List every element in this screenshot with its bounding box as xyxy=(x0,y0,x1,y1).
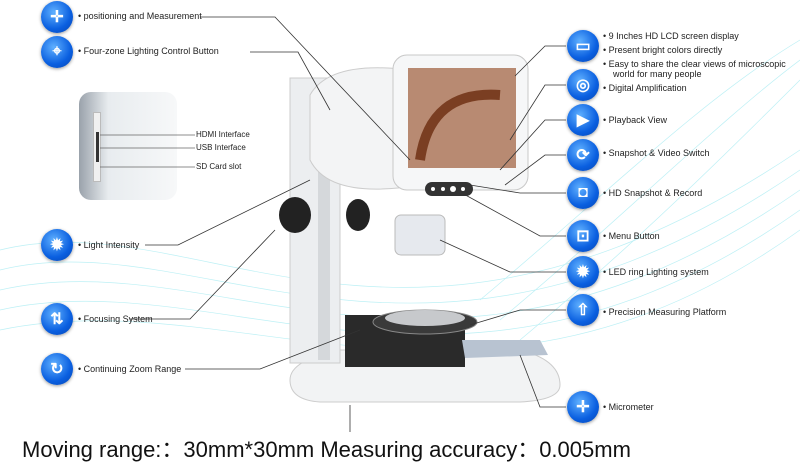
screen-icon: ▭ xyxy=(567,30,599,62)
feature-label: Focusing System xyxy=(78,314,153,324)
feature-label: Menu Button xyxy=(603,231,660,241)
feature-label: Continuing Zoom Range xyxy=(78,364,182,374)
bulb-icon: ✹ xyxy=(567,256,599,288)
feature-label: Digital Amplification xyxy=(603,83,687,93)
feature-label: Four-zone Lighting Control Button xyxy=(78,46,219,56)
screen-feature-line: Easy to share the clear views of microsc… xyxy=(603,59,786,69)
crosshair-icon: ✛ xyxy=(41,1,73,33)
rotate-icon: ↻ xyxy=(41,353,73,385)
spec-footer: Moving range:：30mm*30mm Measuring accura… xyxy=(22,437,631,462)
inset-label: HDMI Interface xyxy=(196,130,250,139)
camera-icon: ◘ xyxy=(567,177,599,209)
inset-label: SD Card slot xyxy=(196,162,242,171)
play-icon: ▶ xyxy=(567,104,599,136)
zoom-circle-icon: ◎ xyxy=(567,69,599,101)
feature-label: Light Intensity xyxy=(78,240,140,250)
feature-label: Playback View xyxy=(603,115,667,125)
feature-label: Precision Measuring Platform xyxy=(603,307,727,317)
menu-icon: ⊡ xyxy=(567,220,599,252)
microscope-illustration xyxy=(279,54,561,403)
feature-label: positioning and Measurement xyxy=(78,11,202,21)
target-icon: ⌖ xyxy=(41,36,73,68)
up-down-arrows-icon: ⇅ xyxy=(41,303,73,335)
bulb-icon: ✹ xyxy=(41,229,73,261)
feature-label: HD Snapshot & Record xyxy=(603,188,703,198)
switch-icon: ⟳ xyxy=(567,139,599,171)
feature-label: Snapshot & Video Switch xyxy=(603,148,710,158)
port-inset-photo xyxy=(79,92,177,200)
crosshair-icon: ✛ xyxy=(567,391,599,423)
feature-label: Micrometer xyxy=(603,402,654,412)
inset-label: USB Interface xyxy=(196,143,246,152)
feature-label: LED ring Lighting system xyxy=(603,267,709,277)
screen-feature-line: 9 Inches HD LCD screen display xyxy=(603,31,739,41)
screen-feature-line: world for many people xyxy=(613,69,702,79)
platform-icon: ⇧ xyxy=(567,294,599,326)
screen-feature-line: Present bright colors directly xyxy=(603,45,723,55)
